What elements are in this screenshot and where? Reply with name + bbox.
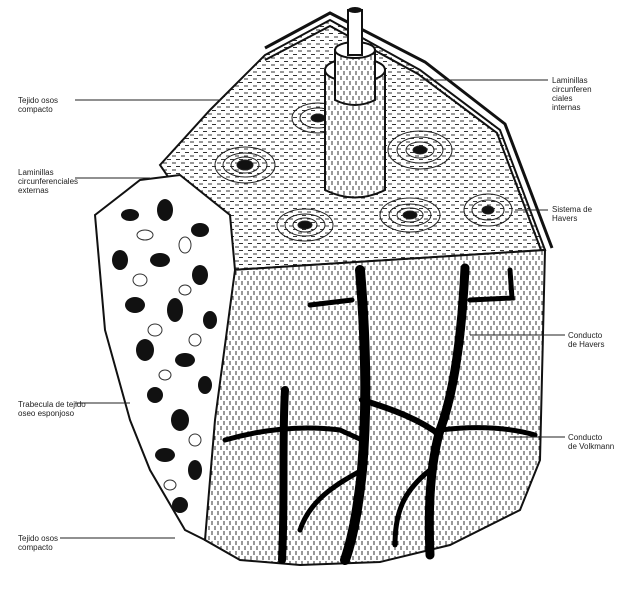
label-inner-lamellae: Laminillas circunferen ciales internas xyxy=(552,76,592,112)
label-haversian-canal: Conducto de Havers xyxy=(568,331,604,349)
label-compact-bone-bottom: Tejido osos compacto xyxy=(18,534,58,552)
label-trabecula: Trabecula de tejido oseo esponjoso xyxy=(18,400,86,418)
haversian-canal xyxy=(282,390,285,560)
label-outer-lamellae: Laminillas circunferenciales externas xyxy=(18,168,78,195)
osteon xyxy=(277,209,333,241)
label-compact-bone-top: Tejido osos compacto xyxy=(18,96,58,114)
label-volkmann-canal: Conducto de Volkmann xyxy=(568,433,614,451)
label-haversian-system: Sistema de Havers xyxy=(552,205,592,223)
